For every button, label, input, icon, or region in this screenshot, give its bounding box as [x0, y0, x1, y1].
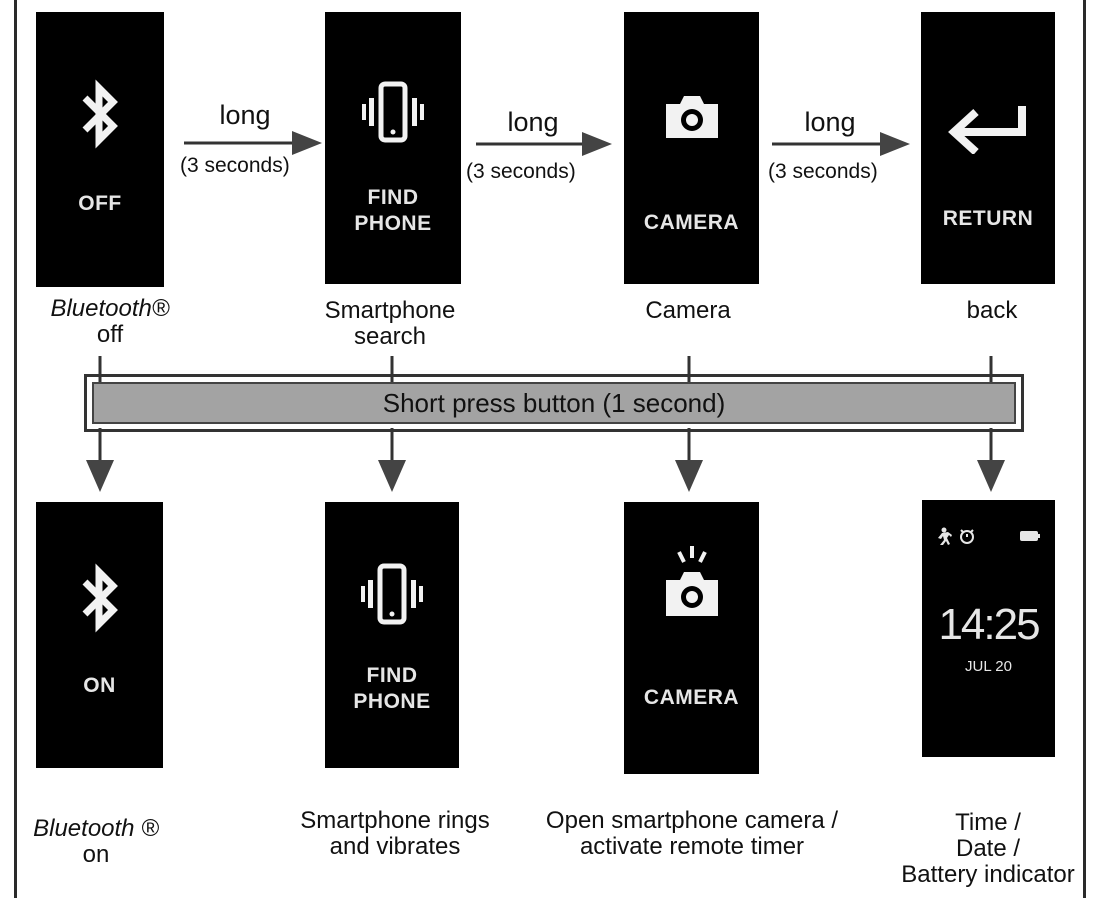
battery-icon	[1020, 531, 1040, 541]
long-press-duration: (3 seconds)	[180, 154, 290, 177]
screen-label: FIND	[366, 664, 418, 687]
screen-bluetooth-on: ON	[36, 502, 163, 768]
screen-label: PHONE	[354, 212, 432, 235]
status-icons	[934, 526, 1043, 546]
arrowhead	[292, 131, 322, 155]
arrowhead	[86, 460, 114, 492]
arrowhead	[582, 132, 612, 156]
caption-bluetooth-off: Bluetooth® off	[50, 295, 170, 348]
screen-label: ON	[83, 674, 116, 697]
arrowhead	[977, 460, 1005, 492]
running-icon	[938, 527, 952, 545]
screen-camera: CAMERA	[624, 12, 759, 284]
short-press-label: Short press button (1 second)	[92, 382, 1016, 424]
caption-smartphone-rings: Smartphone rings and vibrates	[300, 807, 490, 860]
screen-label: PHONE	[353, 690, 431, 713]
screen-label: RETURN	[942, 207, 1034, 230]
bluetooth-icon	[36, 78, 164, 150]
camera-flash-icon	[624, 542, 759, 622]
caption-time-date-battery: Time / Date / Battery indicator	[901, 809, 1075, 888]
return-arrow-icon	[921, 102, 1055, 154]
phone-vibrate-icon	[325, 78, 461, 148]
clock-time: 14:25	[938, 600, 1040, 649]
short-press-bar: Short press button (1 second)	[84, 374, 1024, 432]
phone-vibrate-icon	[325, 560, 459, 630]
screen-find-phone-active: FIND PHONE	[325, 502, 459, 768]
camera-icon	[624, 92, 759, 142]
long-press-label: long	[219, 100, 271, 130]
long-press-duration: (3 seconds)	[466, 160, 576, 183]
screen-find-phone: FIND PHONE	[325, 12, 461, 284]
caption-back: back	[966, 297, 1018, 324]
diagram-frame	[14, 0, 1086, 898]
long-press-label: long	[804, 107, 856, 137]
bluetooth-icon	[36, 562, 163, 634]
caption-smartphone-search: Smartphone search	[324, 297, 456, 350]
caption-open-camera: Open smartphone camera / activate remote…	[545, 807, 839, 860]
screen-label: CAMERA	[643, 211, 740, 234]
caption-camera: Camera	[645, 297, 731, 324]
arrowhead	[880, 132, 910, 156]
arrowhead	[378, 460, 406, 492]
caption-bluetooth-on: Bluetooth ® on	[33, 815, 159, 868]
screen-label: FIND	[367, 186, 419, 209]
alarm-icon	[960, 529, 974, 544]
screen-clock: 14:25 JUL 20	[922, 500, 1055, 757]
screen-camera-active: CAMERA	[624, 502, 759, 774]
screen-label: OFF	[78, 192, 122, 215]
arrowhead	[675, 460, 703, 492]
long-press-duration: (3 seconds)	[768, 160, 878, 183]
screen-label: CAMERA	[643, 686, 740, 709]
long-press-label: long	[507, 107, 559, 137]
screen-bluetooth-off: OFF	[36, 12, 164, 287]
screen-return: RETURN	[921, 12, 1055, 284]
clock-date: JUL 20	[965, 658, 1012, 675]
